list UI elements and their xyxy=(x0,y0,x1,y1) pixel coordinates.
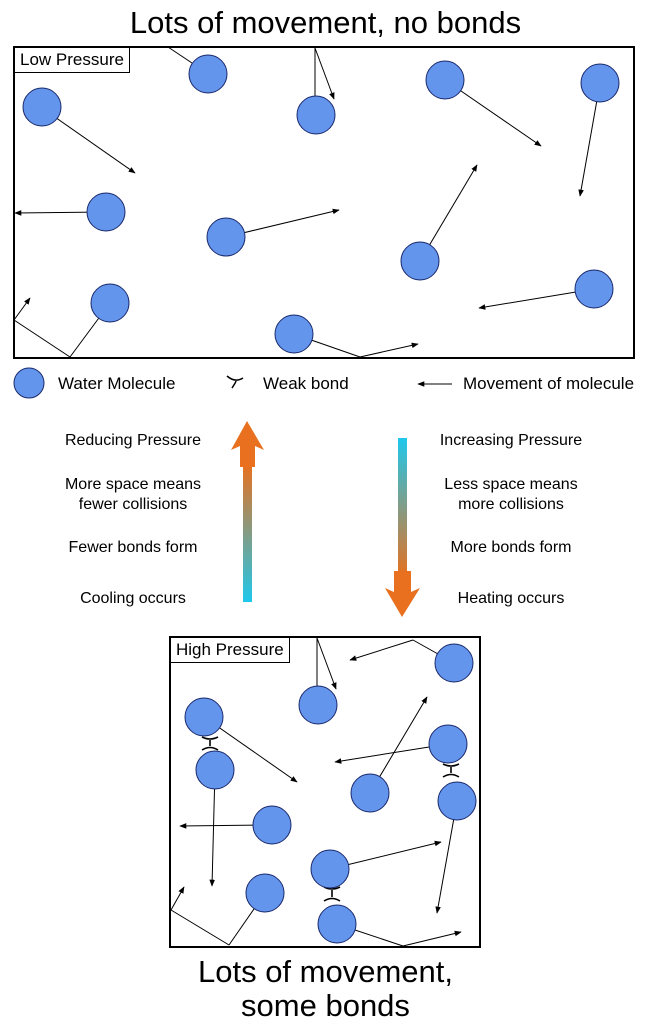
right-note-bonds: More bonds form xyxy=(450,539,572,556)
water-molecule xyxy=(206,217,246,257)
legend-molecule-label: Water Molecule xyxy=(58,374,176,393)
bottom-title-line2: some bonds xyxy=(241,988,410,1023)
movement-arrow xyxy=(316,637,337,690)
water-molecule xyxy=(425,60,465,100)
water-molecule xyxy=(580,63,620,103)
water-molecule xyxy=(350,773,390,813)
movement-arrow-line xyxy=(13,319,71,358)
low-pressure-label: Low Pressure xyxy=(14,47,130,73)
right-note-space-line1: Less space means xyxy=(444,476,578,493)
water-molecule xyxy=(195,750,235,790)
right-note-space-line2: more collisions xyxy=(458,496,564,513)
low-pressure-box xyxy=(13,46,635,359)
right-note-space: Less space means more collisions xyxy=(408,475,614,515)
water-molecule xyxy=(310,849,350,889)
water-molecule xyxy=(86,192,126,232)
left-note-reducing: Reducing Pressure xyxy=(64,432,202,449)
water-molecule xyxy=(188,54,228,94)
legend-bond-icon xyxy=(226,375,244,389)
water-molecule xyxy=(274,314,314,354)
water-molecule xyxy=(317,904,357,944)
top-title: Lots of movement, no bonds xyxy=(129,5,522,40)
legend-molecule-icon xyxy=(13,367,45,399)
left-note-bonds: Fewer bonds form xyxy=(68,539,198,556)
movement-arrow xyxy=(314,47,335,100)
high-pressure-bonds xyxy=(201,736,460,902)
bottom-title-line1: Lots of movement, xyxy=(197,954,453,989)
high-pressure-arrows xyxy=(170,637,462,947)
water-molecule xyxy=(400,241,440,281)
movement-arrow xyxy=(402,930,462,947)
water-molecule xyxy=(434,643,474,683)
water-molecule xyxy=(428,724,468,764)
water-molecule xyxy=(184,697,224,737)
movement-arrow xyxy=(359,342,419,358)
high-pressure-molecules xyxy=(184,643,477,944)
legend-bond-label: Weak bond xyxy=(263,374,349,393)
weak-bond-icon xyxy=(201,736,219,751)
left-note-space-line2: fewer collisions xyxy=(78,496,188,513)
left-note-cooling: Cooling occurs xyxy=(80,590,186,607)
low-pressure-molecules xyxy=(22,54,620,354)
right-note-heating: Heating occurs xyxy=(457,590,565,607)
reducing-pressure-arrow xyxy=(231,421,264,602)
movement-arrow-line xyxy=(167,46,193,64)
movement-arrow xyxy=(349,639,414,661)
weak-bond-icon xyxy=(442,763,460,778)
movement-arrow-line xyxy=(170,909,230,946)
water-molecule xyxy=(298,685,338,725)
high-pressure-label: High Pressure xyxy=(170,637,290,663)
water-molecule xyxy=(90,283,130,323)
water-molecule xyxy=(574,269,614,309)
movement-arrow xyxy=(13,297,31,321)
right-note-increasing: Increasing Pressure xyxy=(439,432,583,449)
left-note-space-line1: More space means xyxy=(64,476,202,493)
movement-arrow xyxy=(41,107,136,174)
increasing-pressure-arrow xyxy=(385,438,420,617)
legend-movement-label: Movement of molecule xyxy=(463,374,635,393)
high-pressure-box xyxy=(169,636,481,948)
movement-arrow xyxy=(170,886,185,911)
water-molecule xyxy=(22,87,62,127)
water-molecule xyxy=(296,95,336,135)
weak-bond-icon xyxy=(323,886,341,902)
water-molecule xyxy=(245,873,285,913)
water-molecule xyxy=(252,805,292,845)
left-note-space: More space means fewer collisions xyxy=(30,475,236,515)
bottom-title: Lots of movement, some bonds xyxy=(0,955,651,1023)
water-molecule xyxy=(437,781,477,821)
